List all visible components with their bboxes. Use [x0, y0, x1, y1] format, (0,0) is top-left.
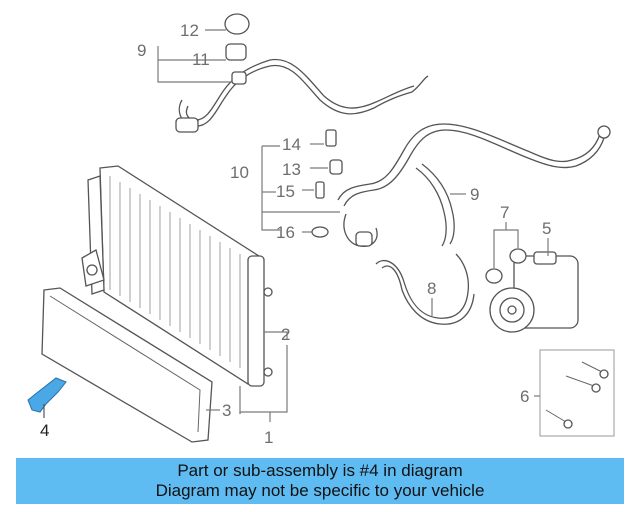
vehicle-fitment-banner: Part or sub-assembly is #4 in diagram Di… — [16, 458, 624, 504]
callout-11: 11 — [192, 50, 210, 69]
sensor-group — [311, 129, 343, 238]
leader-lines-compressor — [493, 222, 549, 268]
upper-hose-assembly — [175, 13, 429, 133]
callout-13: 13 — [282, 160, 301, 179]
banner-line-2: Diagram may not be specific to your vehi… — [155, 481, 485, 500]
leader-lines-condenser — [206, 331, 288, 422]
callout-16: 16 — [276, 223, 295, 242]
callout-5: 5 — [542, 219, 551, 238]
bolt-kit — [539, 349, 615, 437]
callout-1: 1 — [264, 428, 273, 447]
callout-9-mid: 9 — [470, 185, 479, 204]
callout-6: 6 — [520, 387, 529, 406]
callout-7: 7 — [500, 203, 509, 222]
callout-12: 12 — [180, 21, 199, 40]
banner-line-1: Part or sub-assembly is #4 in diagram — [177, 461, 463, 480]
callout-14: 14 — [282, 135, 301, 154]
leader-lines-hoses — [431, 193, 466, 316]
bracket-part-4 — [27, 377, 67, 418]
callout-2: 2 — [281, 325, 290, 344]
callout-10: 10 — [230, 163, 249, 182]
callout-3: 3 — [222, 401, 231, 420]
callout-8: 8 — [427, 279, 436, 298]
callout-15: 15 — [276, 182, 295, 201]
leader-lines-sensors — [261, 143, 340, 233]
callout-4: 4 — [40, 421, 49, 440]
condenser-assembly — [41, 165, 273, 443]
middle-hose-assembly — [337, 123, 611, 325]
leader-lines-top — [157, 29, 232, 83]
callout-9-top: 9 — [137, 41, 146, 60]
compressor-assembly — [485, 248, 579, 333]
